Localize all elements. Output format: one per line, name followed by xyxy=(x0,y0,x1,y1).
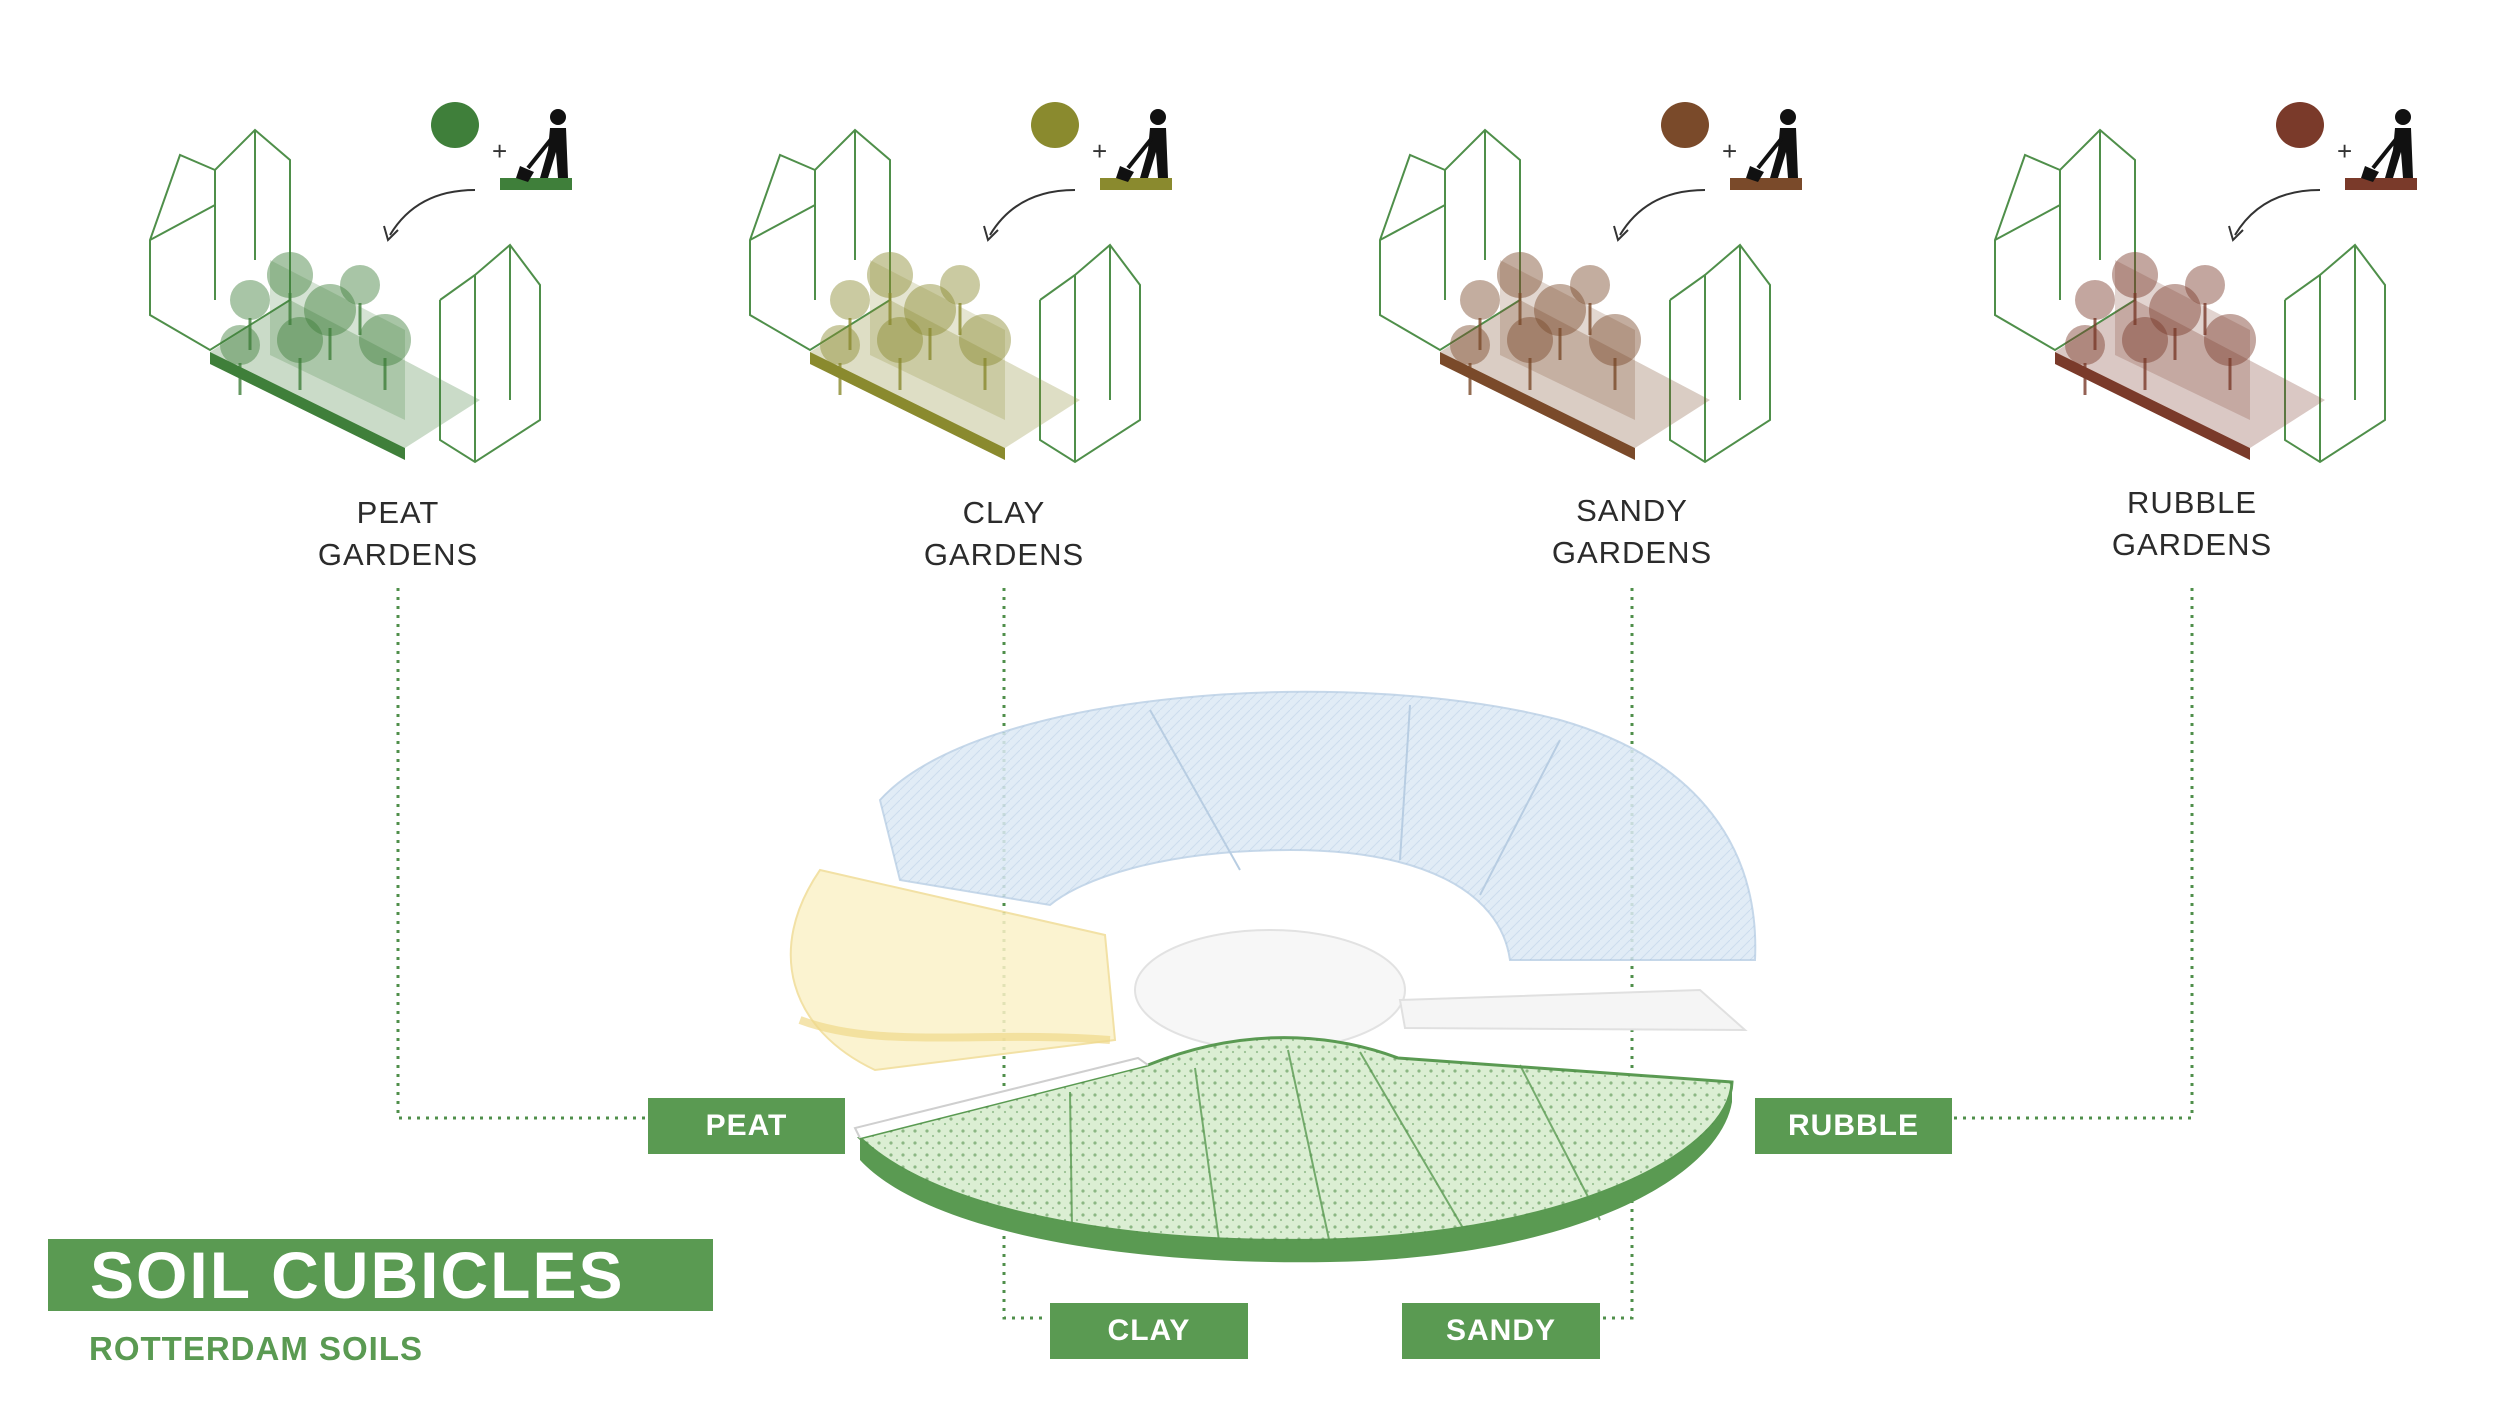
tree-canopy xyxy=(2112,252,2158,298)
garden-title-line2: GARDENS xyxy=(2111,527,2273,562)
yellow-slab-section xyxy=(789,868,1117,1072)
tree-canopy xyxy=(1570,265,1610,305)
gardener-digging-icon xyxy=(2345,109,2417,190)
garden-title-line1: PEAT xyxy=(356,495,440,530)
soil-sample-circle-icon xyxy=(2276,102,2324,148)
tree-canopy xyxy=(877,317,923,363)
soil-sample-circle-icon xyxy=(1661,102,1709,148)
tree-canopy xyxy=(2075,280,2115,320)
tree-canopy xyxy=(340,265,380,305)
garden-illustration-clay: + xyxy=(749,102,1172,464)
plus-sign: + xyxy=(2337,136,2352,166)
leader-line-peat xyxy=(396,588,648,1120)
soil-layer-edge xyxy=(210,352,405,460)
tree-canopy xyxy=(1460,280,1500,320)
plus-sign: + xyxy=(492,136,507,166)
soil-label-rubble: RUBBLE xyxy=(1755,1098,1952,1154)
soil-label-clay: CLAY xyxy=(1050,1303,1248,1359)
page-subtitle: ROTTERDAM SOILS xyxy=(89,1330,423,1367)
garden-title-line1: SANDY xyxy=(1576,493,1688,528)
central-plaza xyxy=(1134,929,1406,1051)
soil-layer-edge xyxy=(1440,352,1635,460)
title-banner: SOIL CUBICLES xyxy=(48,1238,713,1312)
tree-canopy xyxy=(2204,314,2256,366)
soil-label-peat: PEAT xyxy=(648,1098,845,1154)
garden-title-clay: CLAY GARDENS xyxy=(824,492,1184,576)
leader-line-rubble xyxy=(1936,588,2194,1120)
tree-canopy xyxy=(1589,314,1641,366)
plus-sign: + xyxy=(1092,136,1107,166)
house-outline-left xyxy=(749,128,891,352)
house-outline-left xyxy=(149,128,291,352)
tree-canopy xyxy=(2149,284,2201,336)
garden-title-line1: RUBBLE xyxy=(2126,485,2258,520)
tree-canopy xyxy=(1507,317,1553,363)
tree-canopy xyxy=(1450,325,1490,365)
garden-title-line1: CLAY xyxy=(962,495,1046,530)
tree-canopy xyxy=(2122,317,2168,363)
tree-canopy xyxy=(820,325,860,365)
tree-canopy xyxy=(2065,325,2105,365)
garden-bed xyxy=(2055,300,2325,448)
soil-sample-circle-icon xyxy=(1031,102,1079,148)
gardener-digging-icon xyxy=(500,109,572,190)
tree-canopy xyxy=(277,317,323,363)
garden-bed xyxy=(1440,300,1710,448)
curved-arrow-icon xyxy=(983,189,1076,242)
gardener-digging-icon xyxy=(1100,109,1172,190)
soil-label-sandy: SANDY xyxy=(1402,1303,1600,1359)
tree-canopy xyxy=(220,325,260,365)
house-outline-left xyxy=(1379,128,1521,352)
gardener-digging-icon xyxy=(1730,109,1802,190)
tree-canopy xyxy=(867,252,913,298)
soil-layer-edge xyxy=(2055,352,2250,460)
tree-canopy xyxy=(830,280,870,320)
garden-title-line2: GARDENS xyxy=(1551,535,1713,570)
tree-canopy xyxy=(1497,252,1543,298)
curved-arrow-icon xyxy=(2228,189,2321,242)
tree-canopy xyxy=(359,314,411,366)
house-outline-right xyxy=(1039,243,1141,464)
curved-arrow-icon xyxy=(1613,189,1706,242)
garden-bed xyxy=(210,300,480,448)
tree-canopy xyxy=(940,265,980,305)
garden-title-line2: GARDENS xyxy=(923,537,1085,572)
tree-canopy xyxy=(1534,284,1586,336)
garden-illustration-peat: + xyxy=(149,102,572,464)
soil-sample-circle-icon xyxy=(431,102,479,148)
garden-title-peat: PEAT GARDENS xyxy=(218,492,578,576)
tree-canopy xyxy=(304,284,356,336)
plus-sign: + xyxy=(1722,136,1737,166)
garden-illustration-sandy: + xyxy=(1379,102,1802,464)
garden-title-line2: GARDENS xyxy=(317,537,479,572)
house-outline-right xyxy=(439,243,541,464)
garden-bed xyxy=(810,300,1080,448)
soil-ring-model xyxy=(789,690,1757,1263)
tree-canopy xyxy=(2185,265,2225,305)
garden-illustration-rubble: + xyxy=(1994,102,2417,464)
tree-canopy xyxy=(230,280,270,320)
tree-canopy xyxy=(959,314,1011,366)
house-outline-right xyxy=(2284,243,2386,464)
tree-canopy xyxy=(904,284,956,336)
house-outline-right xyxy=(1669,243,1771,464)
curved-arrow-icon xyxy=(383,189,476,242)
house-outline-left xyxy=(1994,128,2136,352)
tree-canopy xyxy=(267,252,313,298)
page-title: SOIL CUBICLES xyxy=(90,1238,625,1312)
garden-title-rubble: RUBBLE GARDENS xyxy=(2012,482,2372,566)
garden-title-sandy: SANDY GARDENS xyxy=(1452,490,1812,574)
soil-layer-edge xyxy=(810,352,1005,460)
